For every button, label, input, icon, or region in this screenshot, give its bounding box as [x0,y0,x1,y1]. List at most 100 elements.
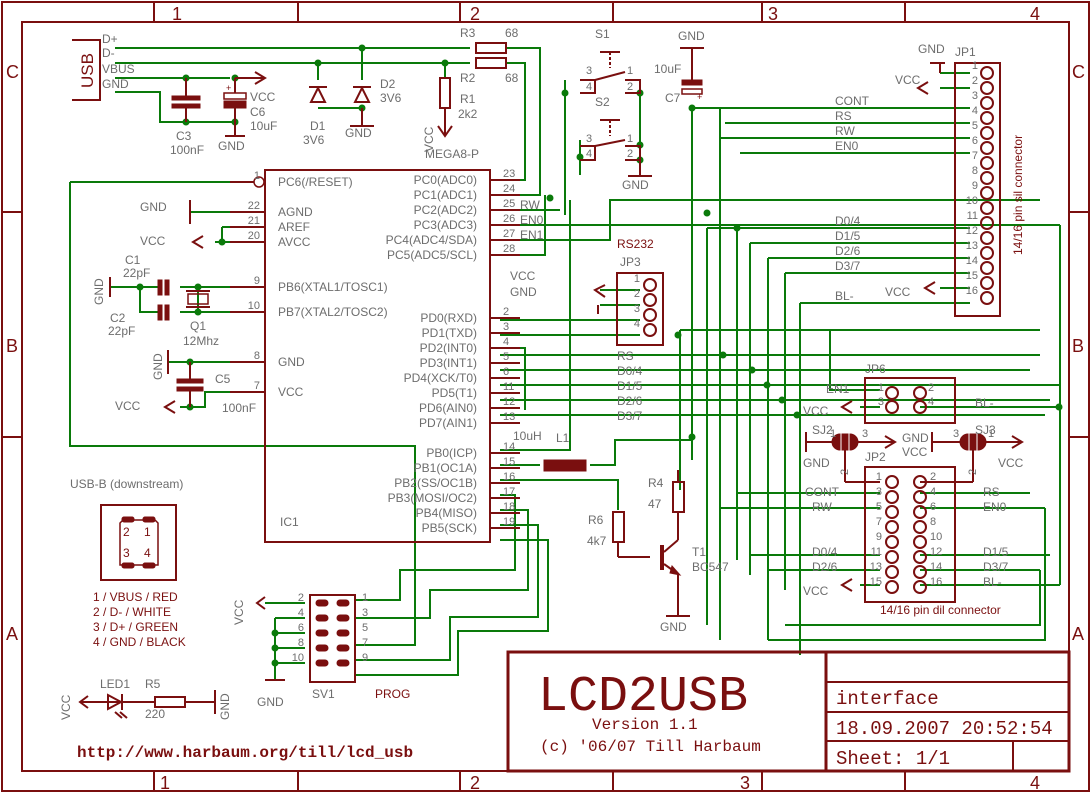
usb-pin-label: D- [102,46,115,60]
title-block-sheet: Sheet: 1/1 [836,748,950,770]
pin-number: 6 [972,135,978,147]
net-label-d15: D1/5 [835,229,861,243]
ic-pin-label: PB7(XTAL2/TOSC2) [278,305,388,319]
net-label-en1: EN1 [826,382,850,396]
capacitor-c5: GND C5 100nF VCC [115,350,256,415]
pin-number: 5 [972,120,978,132]
pin-number: 3 [362,607,368,619]
col-label: 2 [470,773,480,793]
net-label-d26: D2/6 [812,560,838,574]
jp2-pin [913,550,927,564]
c7-value: 10uF [654,62,681,76]
vcc-label: VCC [885,285,911,299]
svg-text:2: 2 [123,525,130,539]
d1-value: 3V6 [303,133,325,147]
col-label: 1 [160,773,170,793]
pin-number: 16 [930,576,942,588]
pin-number: 8 [298,637,304,649]
net-label-bl: BL- [835,289,854,303]
usb-pin-label: GND [102,77,129,91]
pin-number: 6 [503,366,509,378]
solder-jumper-sj3[interactable]: SJ3 VCC 3 1 2 GND VCC [902,423,1024,483]
sv1-pin [315,599,329,607]
pin-number: 7 [362,637,368,649]
jp1-pin [980,126,994,140]
project-url[interactable]: http://www.harbaum.org/till/lcd_usb [77,744,413,762]
pin-number: 17 [503,486,515,498]
capacitor-c7: GND + 10uF C7 [654,29,705,105]
vcc-label: VCC [803,584,829,598]
jp6-pin [913,386,927,400]
gnd-label: GND [918,42,945,56]
pin-number: 1 [878,382,884,394]
pin-number: 12 [930,546,942,558]
transistor-t1: T1 BC547 GND [660,539,729,634]
net-label-bl: BL- [975,396,994,410]
ic-pin-label: PD2(INT0) [420,341,477,355]
jp1-connector: JP1 14/16 pin sil connector GND VCC VCC … [835,42,1025,317]
ic-pin-label: PC6(/RESET) [278,175,353,189]
r5-value: 220 [145,707,165,721]
pin-number: 26 [503,213,515,225]
s2-name: S2 [595,95,610,109]
pin-number: 13 [966,240,978,252]
title-block-copyright: (c) '06/07 Till Harbaum [540,738,761,756]
capacitor-c6: + VCC C6 10uF GND [218,71,277,153]
jp2-label: 14/16 pin dil connector [880,603,1001,617]
usb-pin-label: VBUS [102,62,135,76]
net-label-rs: RS [835,109,852,123]
pin-number: 11 [967,210,978,222]
resistor-r4: R4 47 [648,470,685,540]
jp1-pin [980,276,994,290]
net-label: EN1 [520,228,544,242]
jp6-pin [913,400,927,414]
ic-pin-label: PC2(ADC2) [414,203,477,217]
vcc-label: VCC [998,456,1024,470]
gnd-label: GND [622,178,649,192]
junctions [136,44,1063,667]
svg-text:1: 1 [144,525,151,539]
switch-s1[interactable]: S1 3 4 1 2 [580,27,641,94]
q1-value: 12Mhz [183,334,219,348]
net-label-d26: D2/6 [835,244,861,258]
switch-s2[interactable]: S2 3 4 1 2 GND [580,95,652,192]
sv1-pin [336,644,350,652]
pin-number: 11 [871,546,882,558]
ic-pin-label: PB5(SCK) [422,521,477,535]
c3-name: C3 [176,129,192,143]
pin-number: 1 [362,592,368,604]
col-label: 4 [1030,773,1040,793]
ic-pin-label: GND [278,355,305,369]
net-label: D1/5 [617,379,643,393]
pin-number: 7 [972,150,978,162]
svg-text:+: + [697,92,702,102]
jp6-pin [885,386,899,400]
pin-number: 24 [503,183,515,195]
jp3-name: JP3 [620,255,641,269]
t1-value: BC547 [692,560,729,574]
pin-number: 28 [503,243,515,255]
net-label-d15: D1/5 [983,545,1009,559]
pin-number: 1 [972,60,978,72]
pin-number: 22 [248,200,260,212]
net-label-cont: CONT [835,94,870,108]
svg-text:3: 3 [586,133,592,145]
pin-number: 9 [362,652,368,664]
pin-number: 12 [503,396,515,408]
row-label: A [1072,624,1084,644]
pin-number: 8 [972,165,978,177]
usb-b-legend: 3 / D+ / GREEN [93,620,178,634]
d2-value: 3V6 [380,91,402,105]
jp2-pin [913,535,927,549]
gnd-label: GND [257,695,284,709]
solder-jumper-sj2[interactable]: SJ2 GND 1 3 2 [803,423,897,483]
c5-value: 100nF [222,401,256,415]
inductor-l1: 10uH L1 [513,429,587,472]
r2-value: 68 [505,71,519,85]
jp2-connector: JP2 14/16 pin dil connector CONT RW D0/4… [803,450,1009,617]
vcc-label: VCC [115,399,141,413]
